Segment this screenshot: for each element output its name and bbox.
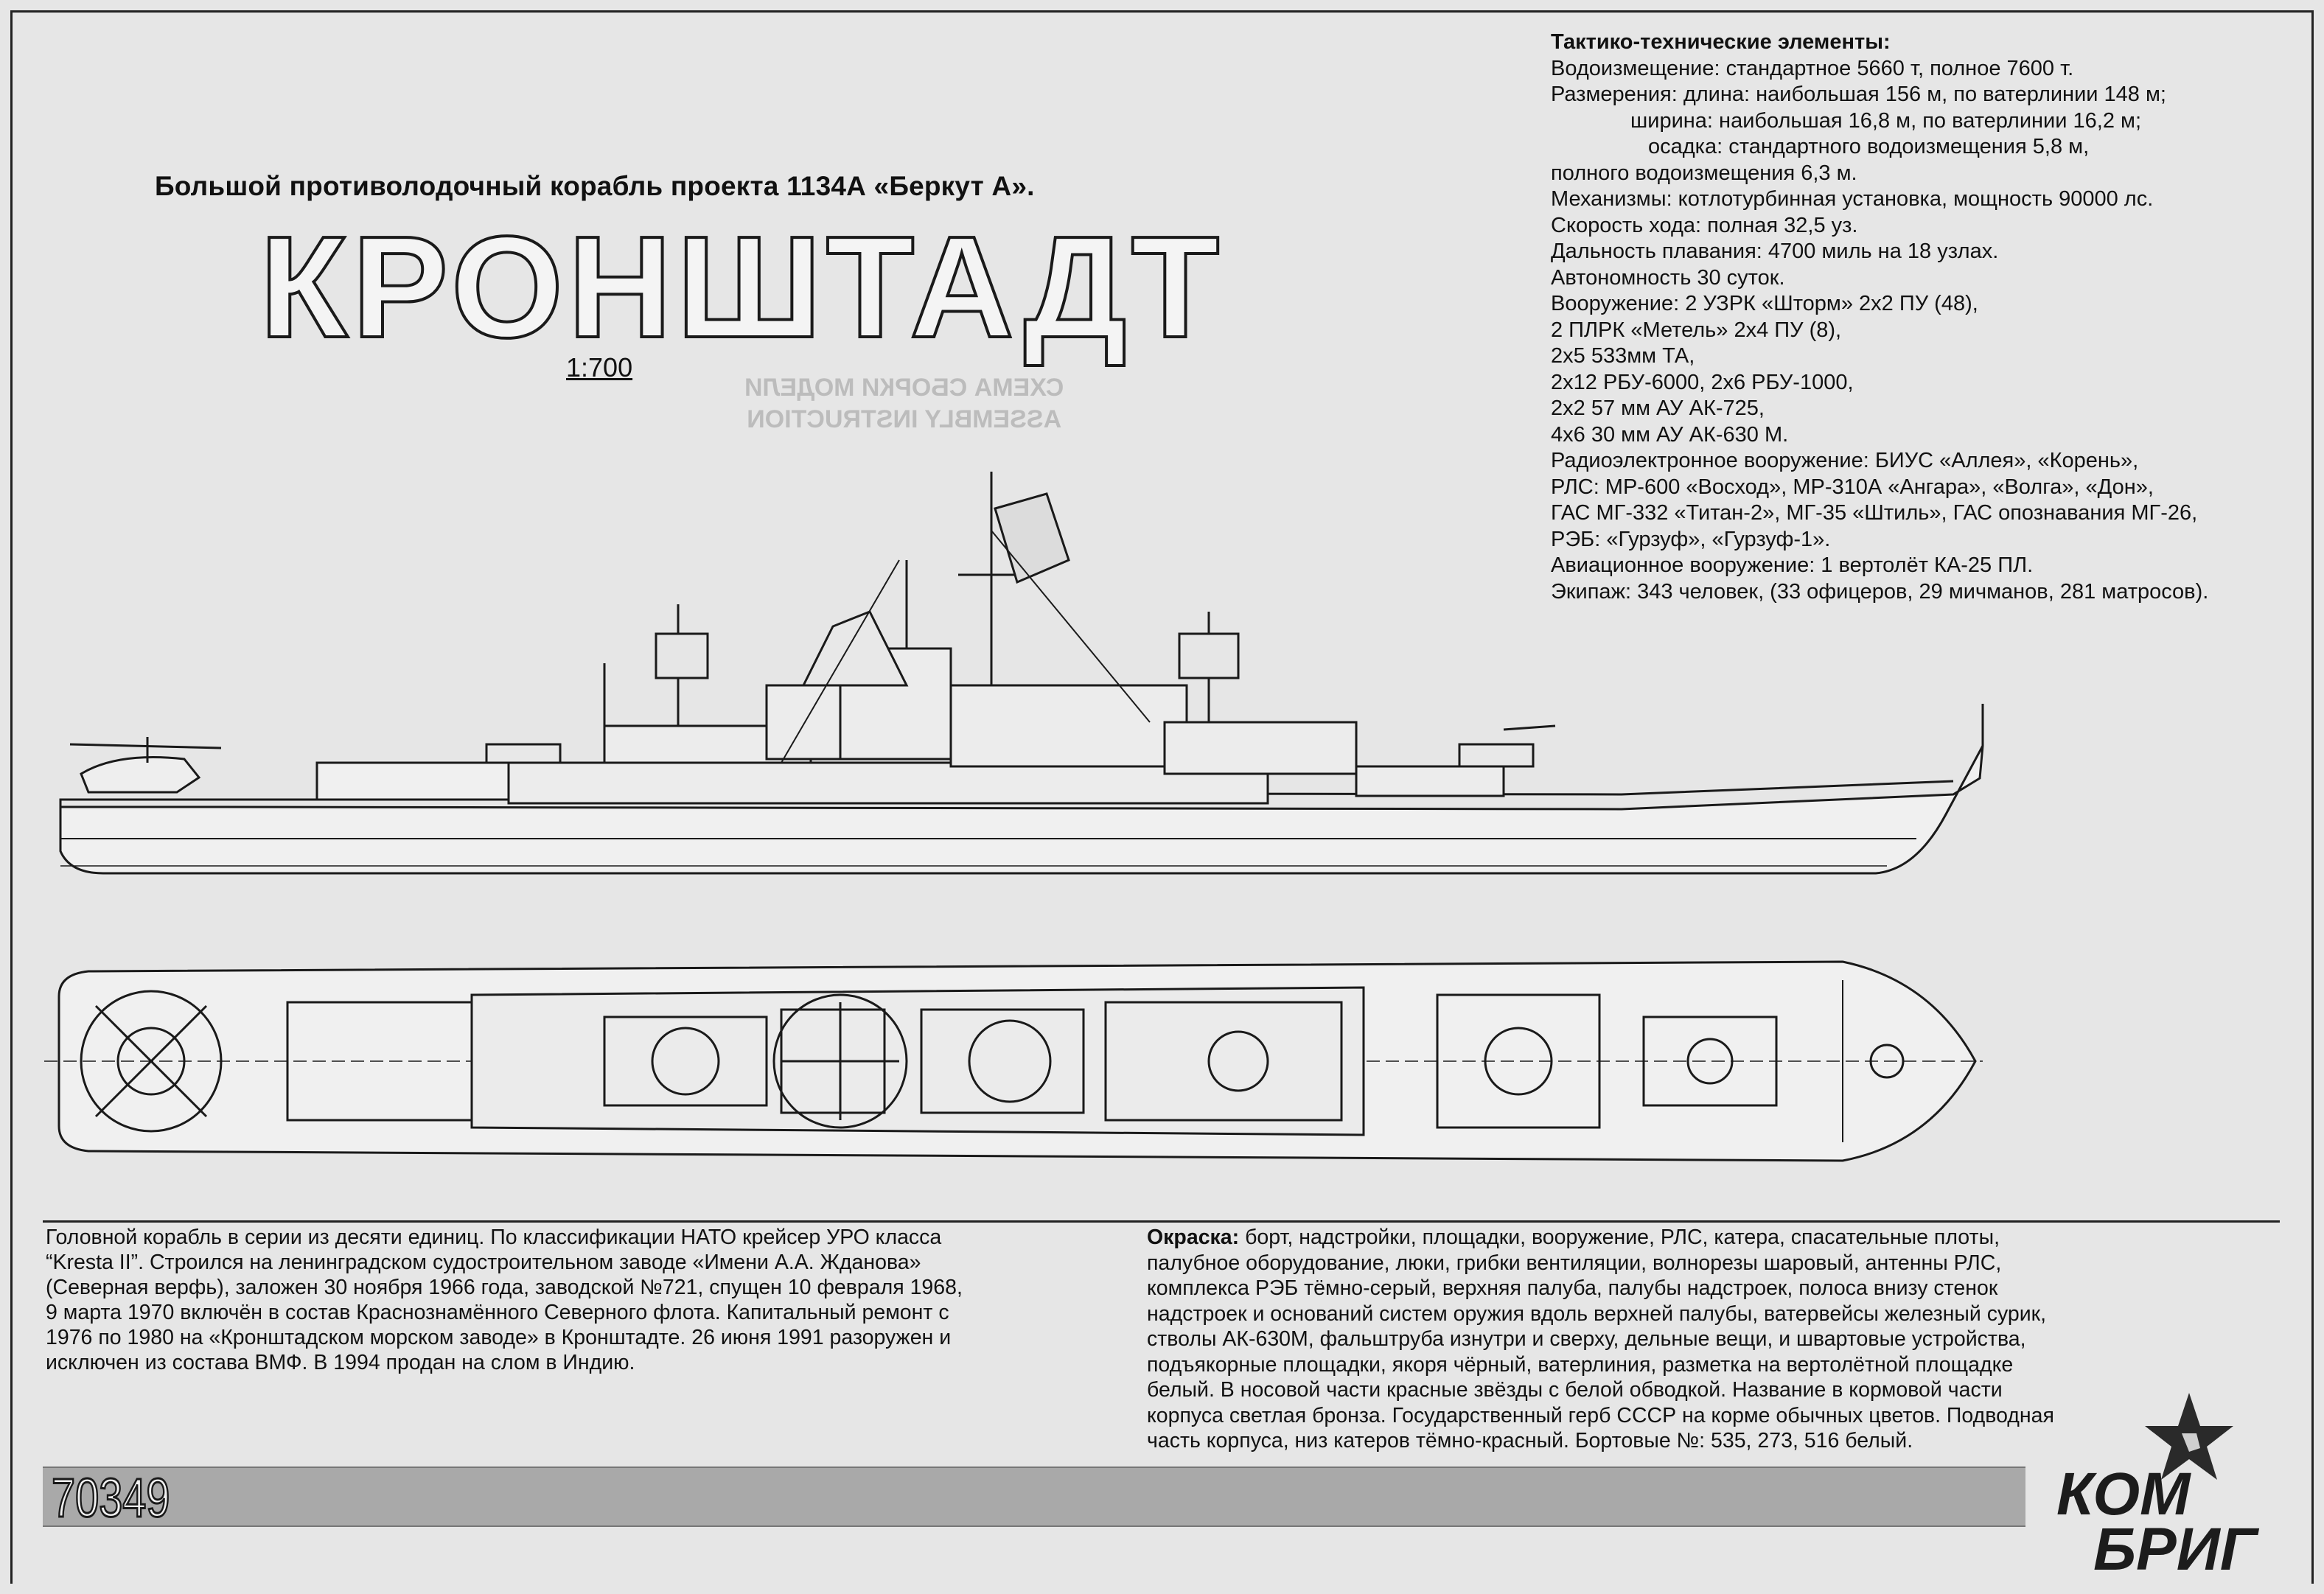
spec-line: ширина: наибольшая 16,8 м, по ватерлинии… [1630, 108, 2141, 133]
history-line: Головной корабль в серии из десяти едини… [46, 1226, 942, 1249]
spec-line: Дальность плавания: 4700 миль на 18 узла… [1551, 240, 1999, 263]
section-divider [43, 1220, 2280, 1223]
history-line: 9 марта 1970 включён в состав Краснознам… [46, 1301, 949, 1324]
spec-line: Вооружение: 2 УЗРК «Шторм» 2х2 ПУ (48), [1551, 292, 1978, 315]
paint-label: Окраска: [1147, 1226, 1240, 1249]
frame-top-line [10, 10, 2314, 13]
paint-line: комплекса РЭБ тёмно-серый, верхняя палуб… [1147, 1276, 1998, 1300]
side-profile-drawing [59, 472, 1984, 875]
paint-line: белый. В носовой части красные звёзды с … [1147, 1378, 2003, 1402]
catalog-number: 70349 [51, 1467, 171, 1530]
history-line: “Kresta II”. Строился на ленинградском с… [46, 1251, 921, 1274]
kombrig-logo: КОМ БРИГ [2056, 1393, 2260, 1583]
specifications-block: Тактико-технические элементы: Водоизмеще… [1551, 29, 2310, 605]
paint-first-line: борт, надстройки, площадки, вооружение, … [1239, 1226, 2000, 1249]
spec-line: Радиоэлектронное вооружение: БИУС «Аллея… [1551, 449, 2139, 472]
spec-line: 2х2 57 мм АУ АК-725, [1551, 396, 1765, 420]
spec-line: 2х5 533мм ТА, [1551, 344, 1695, 368]
spec-line: РЭБ: «Гурзуф», «Гурзуф-1». [1551, 527, 1831, 551]
history-line: 1976 по 1980 на «Кронштадском морском за… [46, 1326, 952, 1349]
history-line: (Северная верфь), заложен 30 ноября 1966… [46, 1276, 963, 1299]
paint-line: Окраска: борт, надстройки, площадки, воо… [1147, 1225, 2179, 1251]
spec-line: Размерения: длина: наибольшая 156 м, по … [1551, 83, 2166, 106]
frame-left-line [10, 10, 13, 1584]
spec-line: РЛС: МР-600 «Восход», МР-310А «Ангара», … [1551, 475, 2154, 499]
logo-word-bottom: БРИГ [2093, 1516, 2260, 1583]
paint-line: подъякорные площадки, якоря чёрный, вате… [1147, 1352, 2014, 1377]
scale-label: 1:700 [566, 352, 633, 382]
frame-right-line [2311, 10, 2314, 1584]
spec-line: осадка: стандартного водоизмещения 5,8 м… [1648, 135, 2090, 158]
paint-line: стволы АК-630М, фальштруба изнутри и све… [1147, 1327, 2026, 1351]
spec-line: Авиационное вооружение: 1 вертолёт КА-25… [1551, 553, 2034, 577]
spec-line: Экипаж: 343 человек, (33 офицеров, 29 ми… [1551, 579, 2209, 604]
plan-view-drawing [44, 960, 1983, 1162]
logo-word-top: КОМ [2056, 1461, 2191, 1528]
specifications-title: Тактико-технические элементы: [1551, 30, 1891, 54]
spec-line: 2х12 РБУ-6000, 2х6 РБУ-1000, [1551, 370, 1854, 394]
history-line: исключен из состава ВМФ. В 1994 продан н… [46, 1351, 635, 1374]
spec-line: Механизмы: котлотурбинная установка, мощ… [1551, 187, 2154, 211]
spec-line: ГАС МГ-332 «Титан-2», МГ-35 «Штиль», ГАС… [1551, 501, 2198, 525]
ship-class-subtitle: Большой противолодочный корабль проекта … [155, 171, 1035, 201]
ship-drawings [44, 472, 1984, 1162]
spec-line: 4х6 30 мм АУ АК-630 М. [1551, 422, 1789, 447]
spec-line: полного водоизмещения 6,3 м. [1551, 161, 1857, 185]
footer-band [43, 1467, 2025, 1527]
paint-line: часть корпуса, низ катеров тёмно-красный… [1147, 1429, 1913, 1453]
spec-line: 2 ПЛРК «Метель» 2х4 ПУ (8), [1551, 318, 1842, 342]
paint-line: корпуса светлая бронза. Государственный … [1147, 1403, 2054, 1427]
history-text: Головной корабль в серии из десяти едини… [46, 1225, 1078, 1375]
paint-line: палубное оборудование, люки, грибки вент… [1147, 1251, 2002, 1275]
spec-line: Водоизмещение: стандартное 5660 т, полно… [1551, 56, 2074, 80]
spec-line: Автономность 30 суток. [1551, 265, 1785, 290]
ship-name-title: КРОНШТАДТ [258, 206, 1224, 368]
paint-line: надстроек и оснований систем оружия вдол… [1147, 1301, 2047, 1326]
spec-line: Скорость хода: полная 32,5 уз. [1551, 213, 1858, 237]
painting-instructions: Окраска: борт, надстройки, площадки, воо… [1147, 1225, 2179, 1454]
